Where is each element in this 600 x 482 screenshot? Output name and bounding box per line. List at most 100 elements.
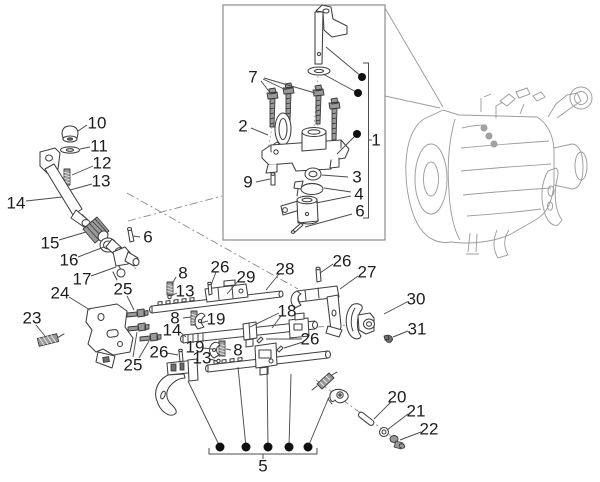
bullet-marker [354,89,362,97]
washer-21 [378,426,390,438]
leader-line [69,183,93,191]
fork-27 [290,285,343,338]
inset-pin [270,172,276,186]
part-label-29: 29 [237,268,256,287]
leader-line [255,178,271,183]
leader-line [260,80,272,95]
pin-6-left [126,226,135,243]
bullet-marker [215,442,225,452]
leader-line [339,275,359,290]
part-label-7: 7 [248,68,257,87]
inset-washer-3 [304,167,322,181]
part-label-26: 26 [301,330,320,349]
bullet-marker [241,442,251,452]
magnifier-callout-lines [384,7,444,109]
inset-washer [307,66,331,129]
leader-line [262,78,287,91]
leader-line [77,124,88,132]
part-label-25: 25 [114,280,133,299]
screw-31 [383,334,393,343]
leader-line [321,174,349,178]
leader-line [132,331,138,358]
part-label-1: 1 [371,131,380,150]
shift-fork-bottom-left [155,358,199,416]
part-label-23: 23 [23,309,42,328]
spring-8-top [166,281,174,300]
part-label-19: 19 [207,310,226,329]
leader-line [304,213,353,228]
rail-28 [148,290,284,314]
bullet-leader-line [288,373,292,448]
leader-line [399,431,422,441]
leader-line [373,401,392,420]
part-label-5: 5 [258,457,267,476]
part-label-24: 24 [51,284,70,303]
bullet-leader-line [336,133,358,155]
pin-20 [357,411,375,426]
fork-30 [345,303,376,340]
inset-selector-body [261,126,350,174]
spring-23 [36,333,65,347]
part-label-26: 26 [333,252,352,271]
leader-line [182,316,192,319]
part-label-16: 16 [60,251,79,270]
gearbox-thumbnail [405,86,593,259]
inset-circlip-4 [293,180,324,197]
leader-line [179,331,187,338]
bullet-leader-line [266,365,269,448]
bullet-leader-line [325,46,363,78]
leader-line [271,315,282,329]
leader-line [126,295,135,311]
leader-line [315,195,352,204]
part-label-6: 6 [143,228,152,247]
part-label-14: 14 [7,194,26,213]
joint-17 [112,246,140,281]
part-label-27: 27 [358,263,377,282]
leader-line [171,276,177,285]
pin-26-left [178,348,184,363]
leader-line [249,312,280,328]
selector-block-29 [204,279,249,303]
part-label-19: 19 [186,338,205,357]
leader-line [319,263,334,274]
bullet-marker [358,73,366,81]
rail-18 [179,312,319,348]
bullet-marker [284,442,294,452]
part-label-2: 2 [238,117,247,136]
pins-26-mid [256,336,284,353]
part-label-26: 26 [150,343,169,362]
part-label-18: 18 [278,302,297,321]
lever-14 [39,147,91,228]
part-label-28: 28 [276,260,295,279]
part-label-6: 6 [355,202,364,221]
leader-line [25,196,63,202]
part-label-4: 4 [354,185,363,204]
part-label-17: 17 [73,270,92,289]
part-label-22: 22 [420,420,439,439]
pin-26-top [207,281,213,296]
leader-line [226,280,239,295]
part-label-25: 25 [124,356,143,375]
pawl-bottom-right [327,388,349,405]
bullet-leader-line [322,73,359,94]
part-label-8: 8 [178,264,187,283]
plate-24 [85,303,134,369]
leader-line [250,127,269,136]
leader-line [225,348,232,351]
bolts-25 [126,308,162,342]
part-label-12: 12 [93,154,112,173]
inset-cam-cylinder [280,195,319,234]
pawl-19-mid [194,312,206,330]
bullet-leader-line [237,366,247,448]
leader-line [383,301,408,315]
knob-10 [61,125,79,143]
leader-line [77,246,105,258]
leader-line [283,341,304,349]
leader-line [58,231,87,241]
part-label-10: 10 [88,114,107,133]
leader-line [199,320,209,324]
leader-line [68,296,91,311]
